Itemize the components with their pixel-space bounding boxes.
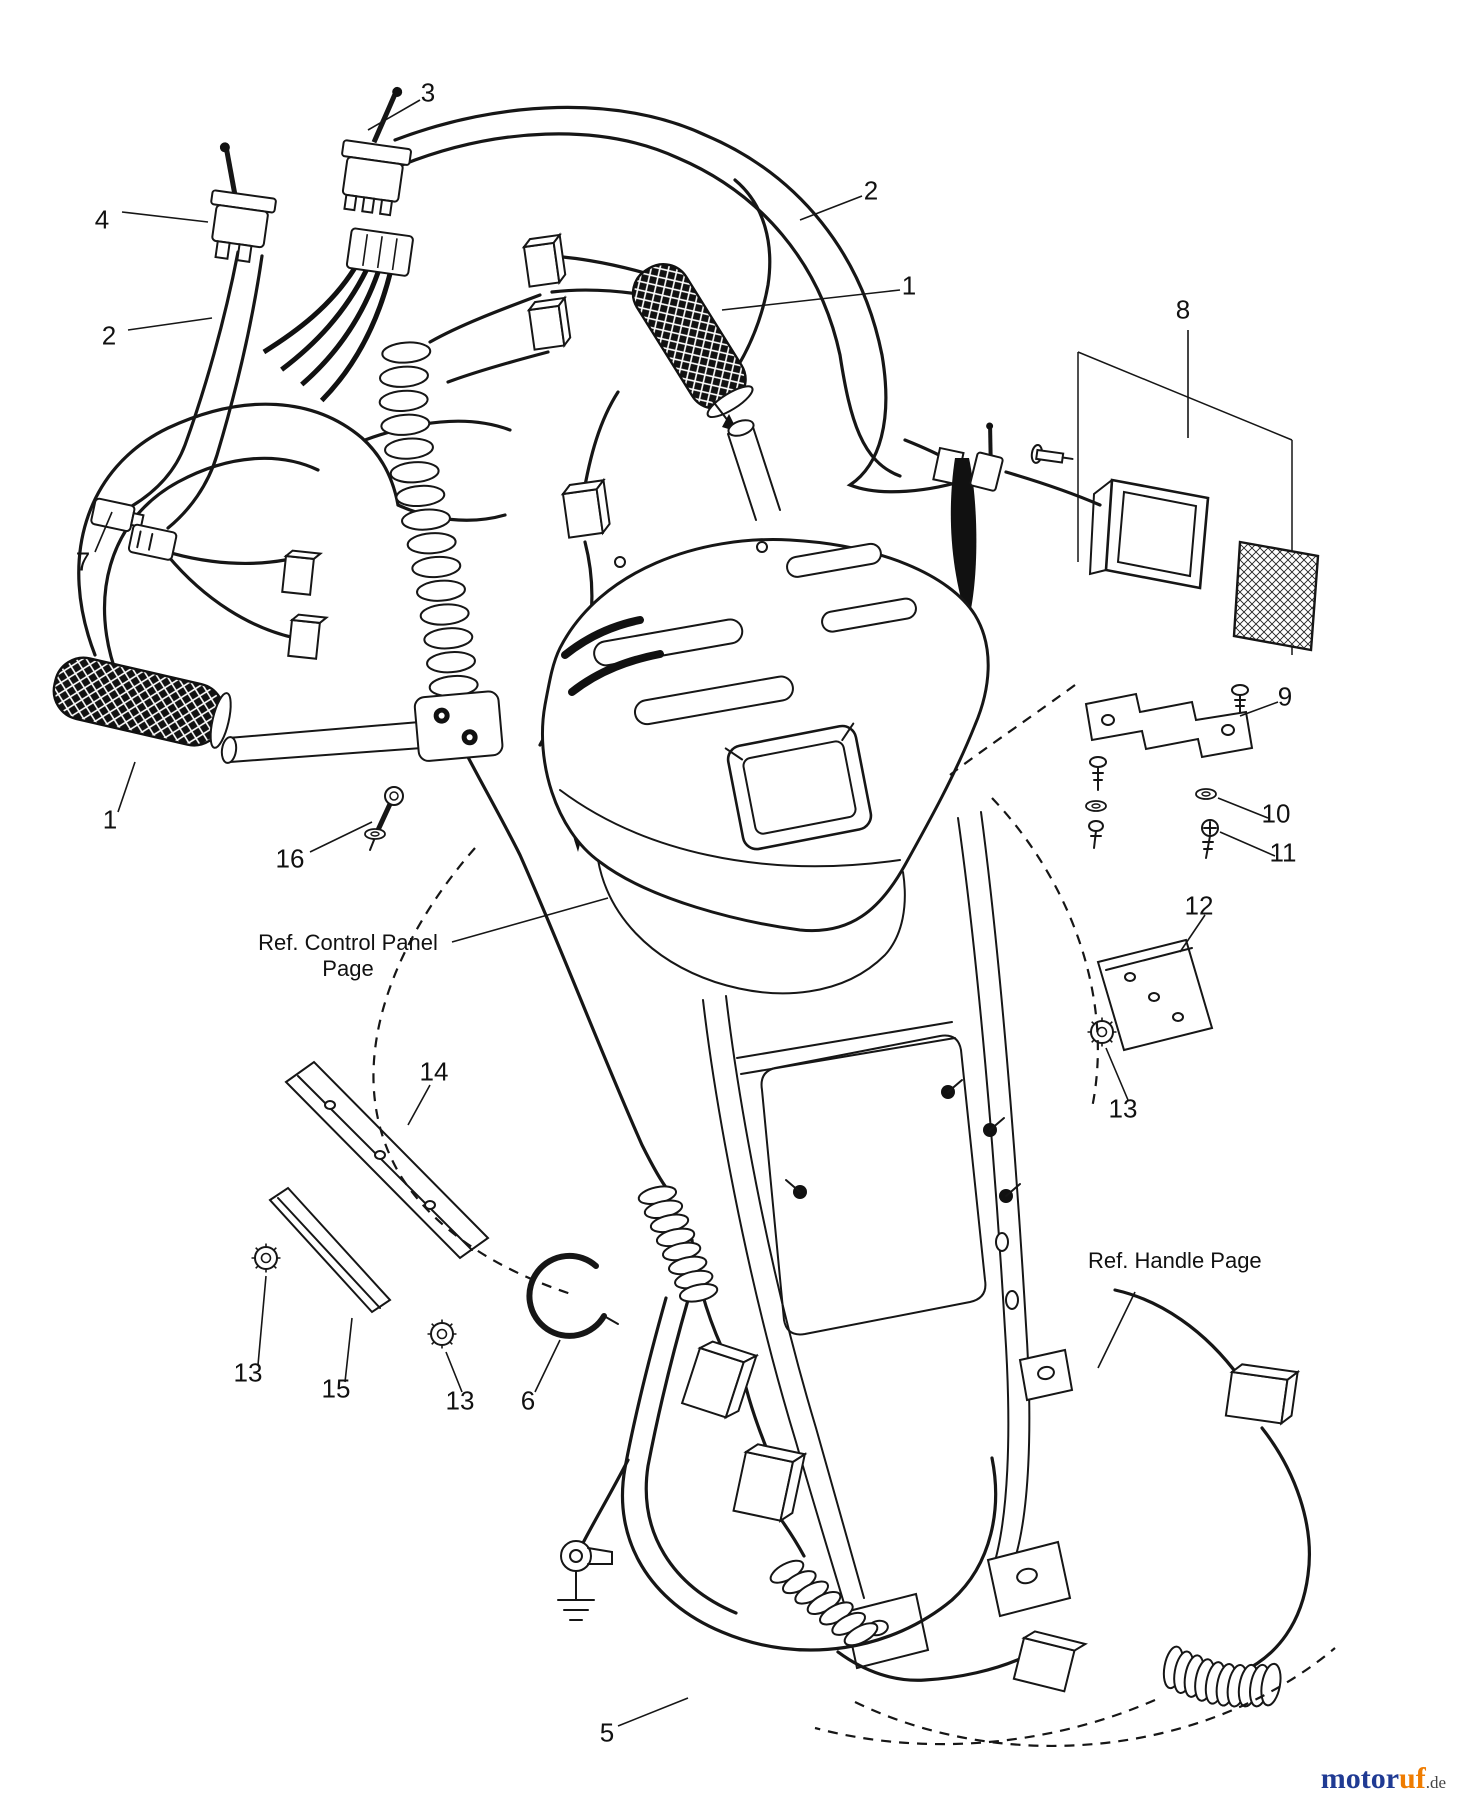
lower-harness-5 <box>580 1185 1311 1708</box>
dashed-reference-lines <box>372 684 1336 1747</box>
ref-control-panel-label: Ref. Control Panel Page <box>258 930 438 981</box>
leader-lines <box>94 99 1279 1727</box>
callout-11: 11 <box>1269 837 1297 868</box>
connector-block-3 <box>262 227 414 403</box>
control-panel <box>541 538 990 995</box>
callout-2-top: 2 <box>863 175 879 206</box>
logo-part1: motor <box>1320 1762 1400 1795</box>
wire-clip-6 <box>526 1252 619 1339</box>
callout-12: 12 <box>1184 890 1214 921</box>
wiring-harness-curves <box>77 105 1102 1192</box>
mounting-bracket-9 <box>1084 684 1254 849</box>
callout-1-top: 1 <box>901 270 917 301</box>
callout-10: 10 <box>1261 798 1291 829</box>
headlight-toggle-switch <box>969 422 1004 492</box>
motoruf-logo: motoruf.de <box>1321 1764 1446 1794</box>
callout-14: 14 <box>419 1056 449 1087</box>
toggle-switch-3 <box>341 86 412 217</box>
headlight-lens <box>1232 540 1320 652</box>
inline-connectors <box>281 232 965 660</box>
logo-suffix: .de <box>1425 1773 1446 1792</box>
toggle-switch-4 <box>210 142 277 263</box>
headlight-assembly <box>969 351 1320 655</box>
callout-1-left: 1 <box>102 804 118 835</box>
flag-terminals-7 <box>90 497 178 561</box>
ground-terminal <box>557 1540 613 1621</box>
support-strip-15 <box>268 1186 392 1314</box>
callout-7: 7 <box>75 546 91 577</box>
callout-3: 3 <box>420 77 436 108</box>
heated-grip-left <box>52 656 232 749</box>
callout-16: 16 <box>275 843 305 874</box>
callout-13-right: 13 <box>1108 1093 1138 1124</box>
support-bracket-14 <box>284 1060 490 1260</box>
hardware-washer-10 <box>1195 788 1217 800</box>
logo-part2: uf <box>1399 1762 1426 1795</box>
support-bracket-12 <box>1096 938 1214 1052</box>
callout-8: 8 <box>1175 294 1191 325</box>
ref-handle-page-label: Ref. Handle Page <box>1088 1248 1262 1273</box>
callout-15: 15 <box>321 1373 351 1404</box>
hardware-screw-11 <box>1201 819 1219 859</box>
screw-16 <box>364 786 404 851</box>
headlight-key-bolt <box>1030 443 1074 464</box>
handlebar-tubes <box>220 419 781 764</box>
heated-grip-upper <box>631 263 754 419</box>
callout-4: 4 <box>94 204 110 235</box>
callout-6: 6 <box>520 1385 536 1416</box>
handle-frame <box>702 811 1074 1670</box>
callout-9: 9 <box>1277 681 1293 712</box>
callout-5: 5 <box>599 1717 615 1748</box>
callout-13-mid: 13 <box>445 1385 475 1416</box>
callout-13-left: 13 <box>233 1357 263 1388</box>
coiled-conduit-main <box>378 341 479 698</box>
callout-2-left: 2 <box>101 320 117 351</box>
